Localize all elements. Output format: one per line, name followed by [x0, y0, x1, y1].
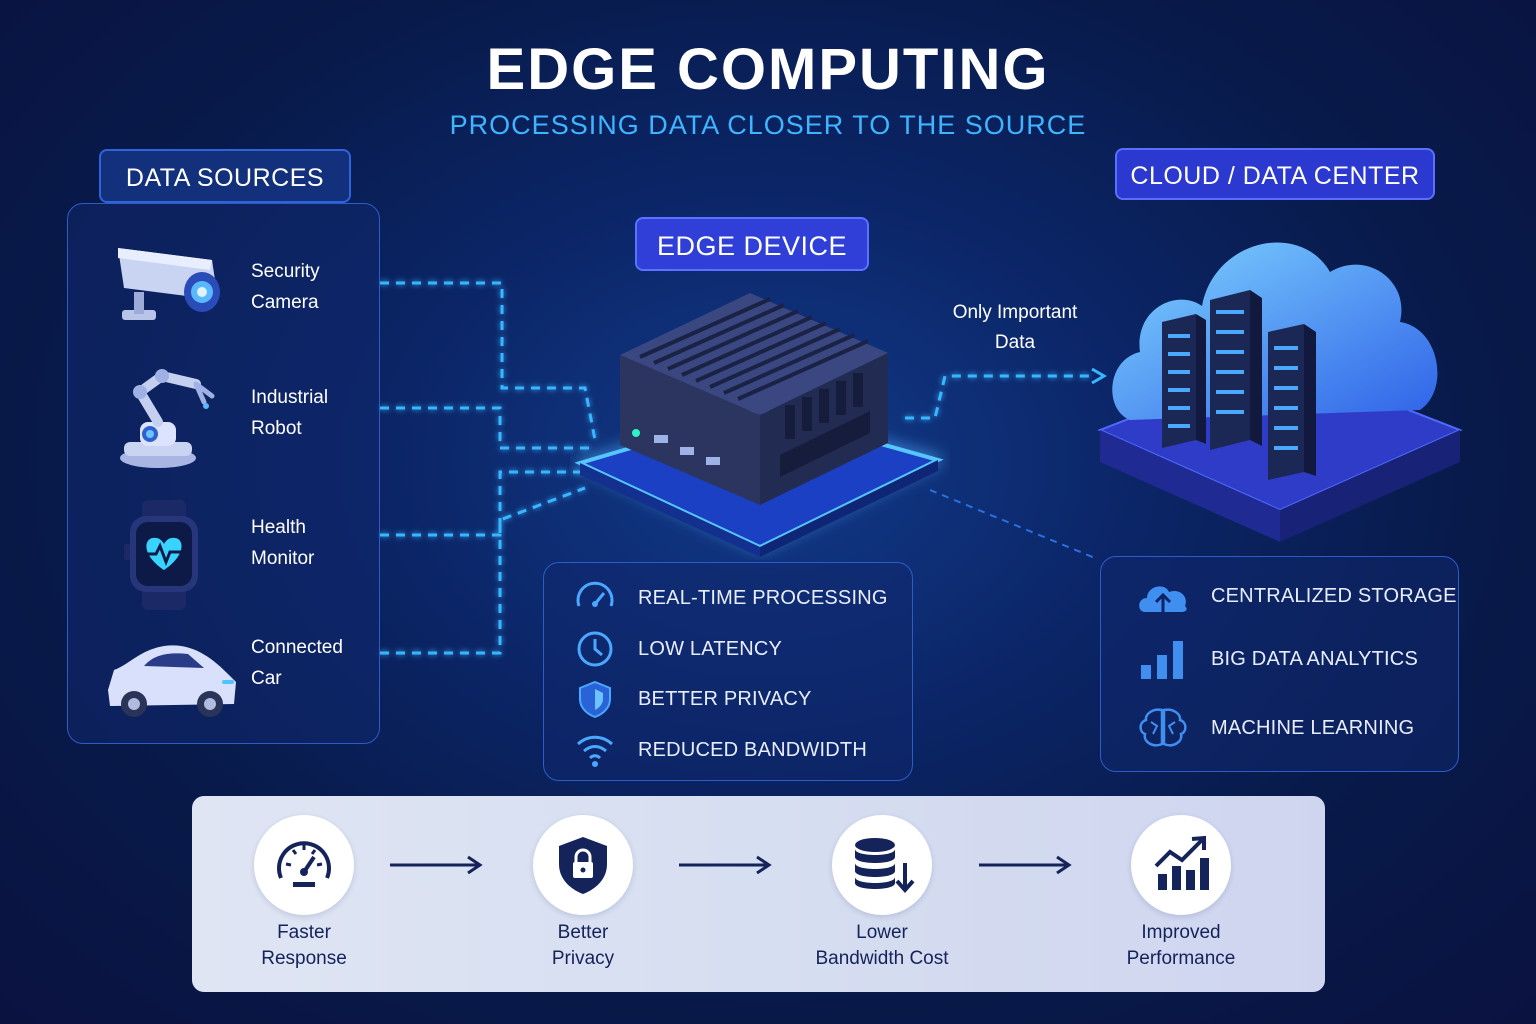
edge-feature-realtime: REAL-TIME PROCESSING	[573, 576, 888, 620]
database-down-icon	[855, 838, 915, 894]
cloud-header: CLOUD / DATA CENTER	[1115, 148, 1435, 200]
line-camera-to-edge	[380, 281, 597, 441]
line-health-to-edge	[380, 470, 585, 537]
arrow-right-icon	[390, 855, 483, 875]
benefit-improved-performance-icon	[1131, 815, 1231, 915]
benefit-lower-bandwidth-icon	[832, 815, 932, 915]
edge-features-panel	[543, 562, 913, 781]
cloud-upload-icon	[1135, 574, 1191, 618]
speedometer-icon	[573, 576, 617, 620]
clock-icon	[573, 627, 617, 671]
wifi-icon	[573, 728, 617, 772]
benefit-better-privacy-icon	[533, 815, 633, 915]
security-camera-icon	[118, 248, 220, 320]
edge-feature-privacy: BETTER PRIVACY	[573, 677, 812, 721]
data-sources-panel	[67, 203, 380, 744]
line-robot-to-edge	[380, 406, 590, 450]
edge-feature-latency: LOW LATENCY	[573, 627, 782, 671]
data-sources-header: DATA SOURCES	[99, 149, 351, 203]
brain-icon	[1135, 706, 1191, 750]
cloud-feature-ml: MACHINE LEARNING	[1135, 706, 1414, 750]
shield-icon	[573, 677, 617, 721]
lock-shield-icon	[559, 837, 607, 894]
benefit-faster-response-icon	[254, 815, 354, 915]
robot-arm-icon	[120, 369, 215, 468]
edge-device-header: EDGE DEVICE	[635, 217, 869, 271]
edge-device-illustration	[574, 293, 944, 557]
bar-chart-icon	[1135, 637, 1191, 681]
line-edge-to-cloud	[905, 374, 1095, 420]
edge-feature-bandwidth: REDUCED BANDWIDTH	[573, 728, 867, 772]
growth-chart-icon	[1154, 835, 1209, 890]
arrow-right-icon	[979, 855, 1072, 875]
page-subtitle: PROCESSING DATA CLOSER TO THE SOURCE	[449, 110, 1087, 140]
cloud-feature-analytics: BIG DATA ANALYTICS	[1135, 637, 1418, 681]
benefits-bar	[192, 796, 1325, 992]
car-icon	[108, 645, 236, 717]
smartwatch-icon	[124, 500, 198, 610]
page-title: EDGE COMPUTING	[486, 37, 1050, 102]
speedometer-icon	[277, 841, 331, 887]
cloud-datacenter-illustration	[1097, 242, 1463, 542]
arrow-right-icon	[679, 855, 772, 875]
cloud-feature-storage: CENTRALIZED STORAGE	[1135, 574, 1457, 618]
line-edge-to-cloud-features	[929, 489, 1096, 559]
